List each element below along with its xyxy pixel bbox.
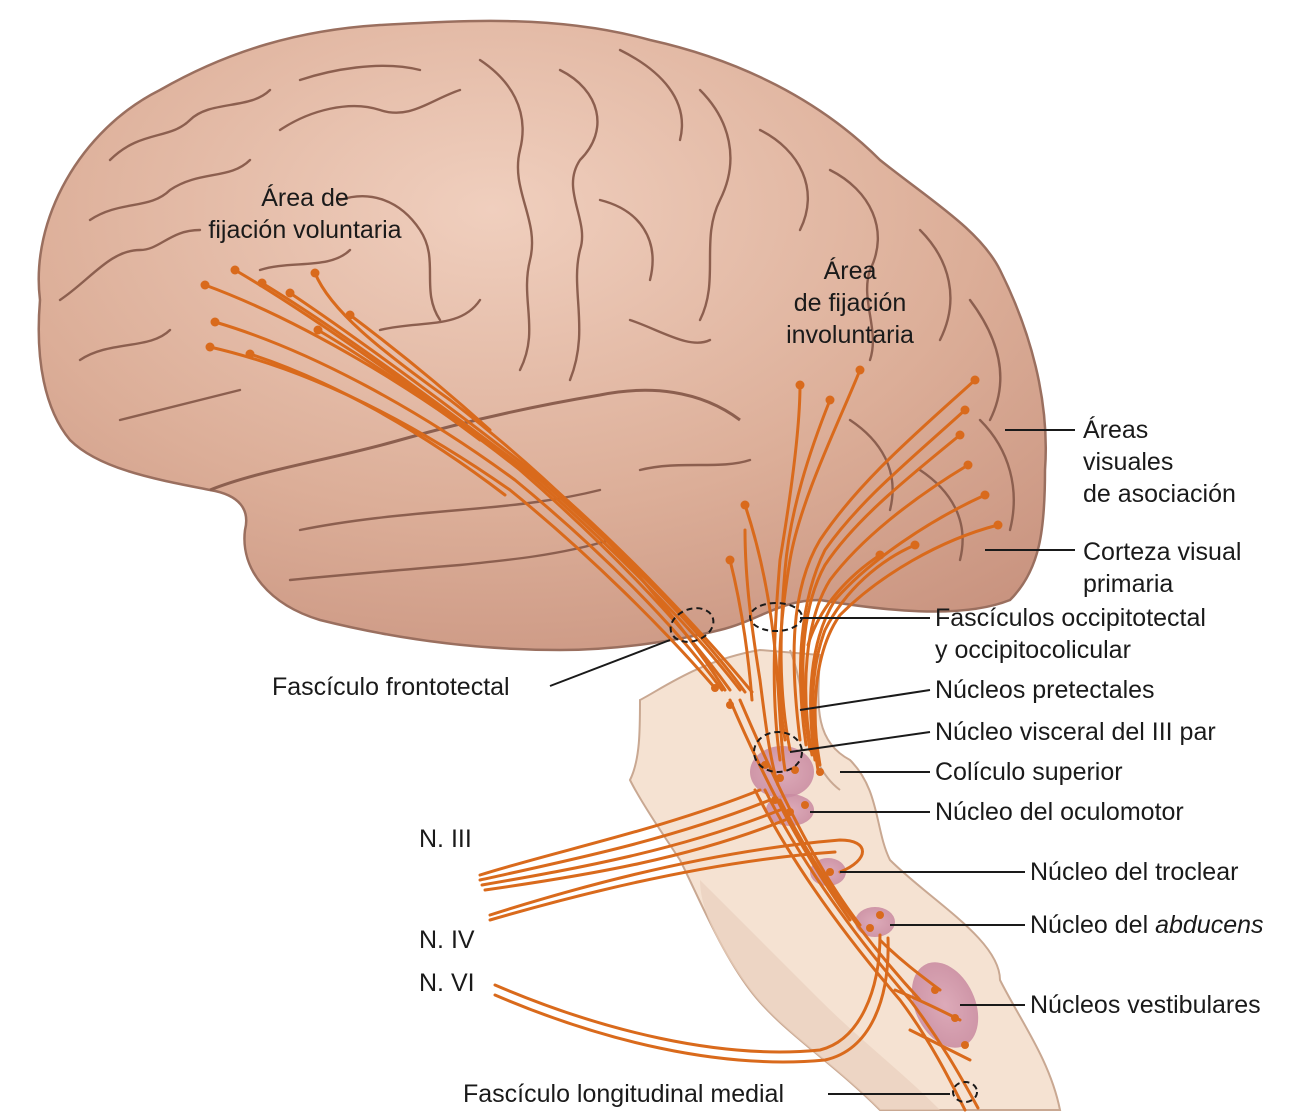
abducens-nucleus	[855, 907, 895, 937]
label-n6: N. VI	[419, 967, 475, 999]
label-oculomotor: Núcleo del oculomotor	[935, 796, 1184, 828]
label-mlf: Fascículo longitudinal medial	[463, 1078, 784, 1110]
label-involuntary-area: Área de fijación involuntaria	[775, 255, 925, 351]
label-pretectal: Núcleos pretectales	[935, 674, 1155, 706]
label-occipito-tracts: Fascículos occipitotectal y occipitocoli…	[935, 602, 1206, 666]
label-visual-association: Áreas visuales de asociación	[1083, 414, 1236, 510]
label-n4: N. IV	[419, 924, 475, 956]
label-primary-visual: Corteza visual primaria	[1083, 536, 1241, 600]
label-superior-colliculus: Colículo superior	[935, 756, 1123, 788]
label-abducens: Núcleo del abducens	[1030, 909, 1264, 941]
label-vestibular: Núcleos vestibulares	[1030, 989, 1261, 1021]
label-frontotectal: Fascículo frontotectal	[272, 671, 510, 703]
label-voluntary-area: Área de fijación voluntaria	[190, 182, 420, 246]
label-n3: N. III	[419, 823, 472, 855]
label-visceral-iii: Núcleo visceral del III par	[935, 716, 1216, 748]
label-trochlear: Núcleo del troclear	[1030, 856, 1238, 888]
